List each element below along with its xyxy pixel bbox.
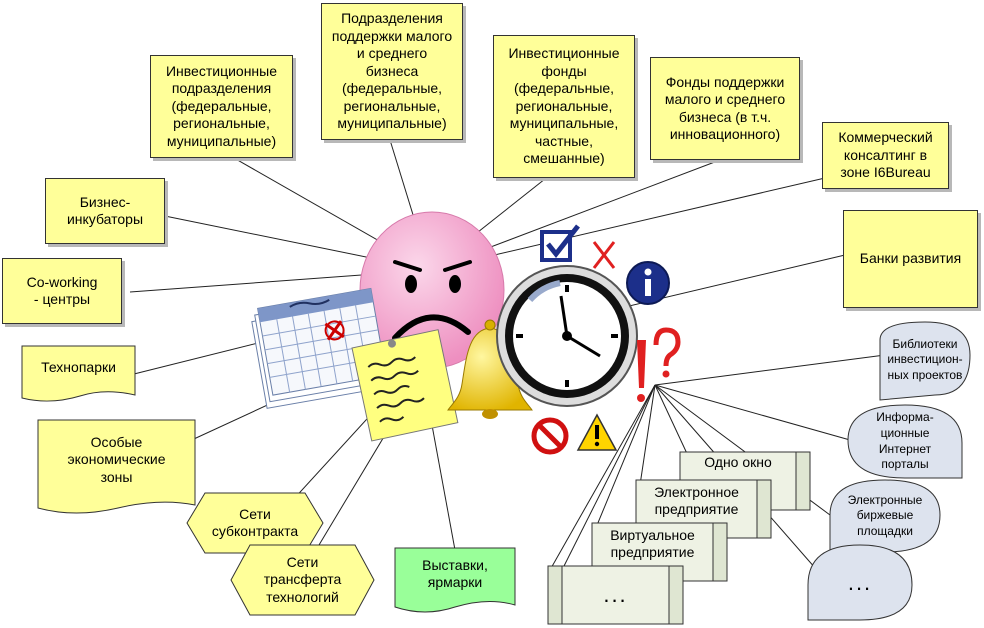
node-exhibitions: Выставки, ярмарки (422, 556, 488, 591)
node-sme-support-div: Подразделения поддержки малого и среднег… (321, 3, 463, 140)
connector-more-b (561, 384, 656, 571)
connector-e-enterprise (639, 384, 656, 486)
card-virtual: Виртуальное предприятие (610, 526, 695, 561)
calendar-icon (251, 287, 387, 409)
bubble-libraries: Библиотеки инвестицион- ных проектов (887, 336, 963, 382)
sez-shape (37, 419, 196, 514)
question-icon (653, 327, 681, 378)
bubble-exchanges: Электронные биржевые площадки (847, 492, 923, 538)
card-more: ... (603, 582, 628, 608)
node-tech-transfer: Сети трансферта технологий (263, 553, 342, 605)
info-icon (626, 261, 670, 305)
node-consulting: Коммерческий консалтинг в зоне I6Bureau (822, 122, 949, 189)
tech-transfer-shape (230, 544, 375, 616)
note-icon (351, 329, 459, 442)
no-entry-icon (531, 417, 569, 455)
red-cross-icon (592, 241, 616, 269)
bubble-more-shape (807, 544, 913, 621)
card-e-enterprise: Электронное предприятие (654, 483, 739, 518)
node-coworking: Co-working - центры (2, 258, 122, 324)
warning-icon (576, 413, 618, 451)
bubble-more: ... (847, 570, 873, 596)
node-invest-funds: Инвестиционные фонды (федеральные, регио… (493, 35, 635, 178)
connector-more-a (549, 384, 656, 571)
node-dev-banks: Банки развития (843, 210, 978, 308)
connector-one-window (654, 384, 691, 461)
node-subcontract: Сети субконтракта (211, 505, 299, 540)
connector-portals (654, 384, 851, 441)
connector-libraries (654, 354, 886, 386)
technoparks-shape (21, 345, 136, 402)
checkbox-icon (540, 224, 580, 262)
sad-face-icon (359, 211, 505, 369)
node-technoparks: Технопарки (41, 359, 116, 376)
exclamation-icon (637, 340, 646, 402)
node-sez: Особые экономические зоны (67, 433, 166, 485)
bubble-libraries-shape (879, 321, 971, 401)
node-invest-div: Инвестиционные подразделения (федеральны… (150, 55, 293, 158)
bubble-exchanges-shape (829, 479, 941, 553)
connector-virtual (594, 384, 656, 531)
card-more-shape (547, 565, 684, 625)
node-incubators: Бизнес- инкубаторы (45, 178, 165, 244)
node-sme-funds: Фонды поддержки малого и среднего бизнес… (650, 57, 800, 160)
bubble-portals: Информа- ционные Интернет порталы (876, 410, 934, 472)
card-one-window: Одно окно (704, 454, 772, 471)
clock-icon (496, 265, 638, 407)
exhibitions-shape (394, 547, 516, 613)
bubble-portals-shape (847, 404, 963, 479)
